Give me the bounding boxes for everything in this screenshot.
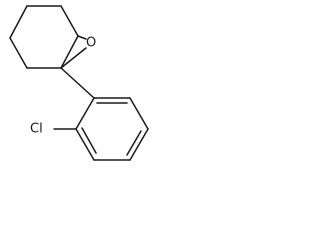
ring-bond-3 [60, 35, 79, 69]
benzene-bond-3 [129, 128, 149, 161]
cyclohexane-ring [9, 5, 79, 69]
ring-bond-5 [9, 37, 28, 69]
ring-bond-6 [9, 5, 28, 39]
benzene-bond-6 [75, 97, 95, 130]
epoxide-bond-upper [77, 35, 87, 40]
epoxide-bond-lower [60, 47, 87, 69]
benzene-bond-5 [75, 128, 95, 161]
oxygen-atom-label: O [86, 36, 96, 51]
benzene-double-bond-left [81, 127, 97, 154]
benzene-bond-2 [129, 97, 149, 130]
aryl-linking-bond [60, 67, 95, 99]
epoxide-ring [60, 35, 87, 69]
chlorine-atom-label: Cl [30, 122, 43, 137]
benzene-double-bond-right [126, 130, 142, 156]
benzene-ring [75, 97, 149, 161]
chemical-structure-diagram: O Cl [9, 5, 149, 161]
ring-bond-2 [60, 5, 79, 37]
